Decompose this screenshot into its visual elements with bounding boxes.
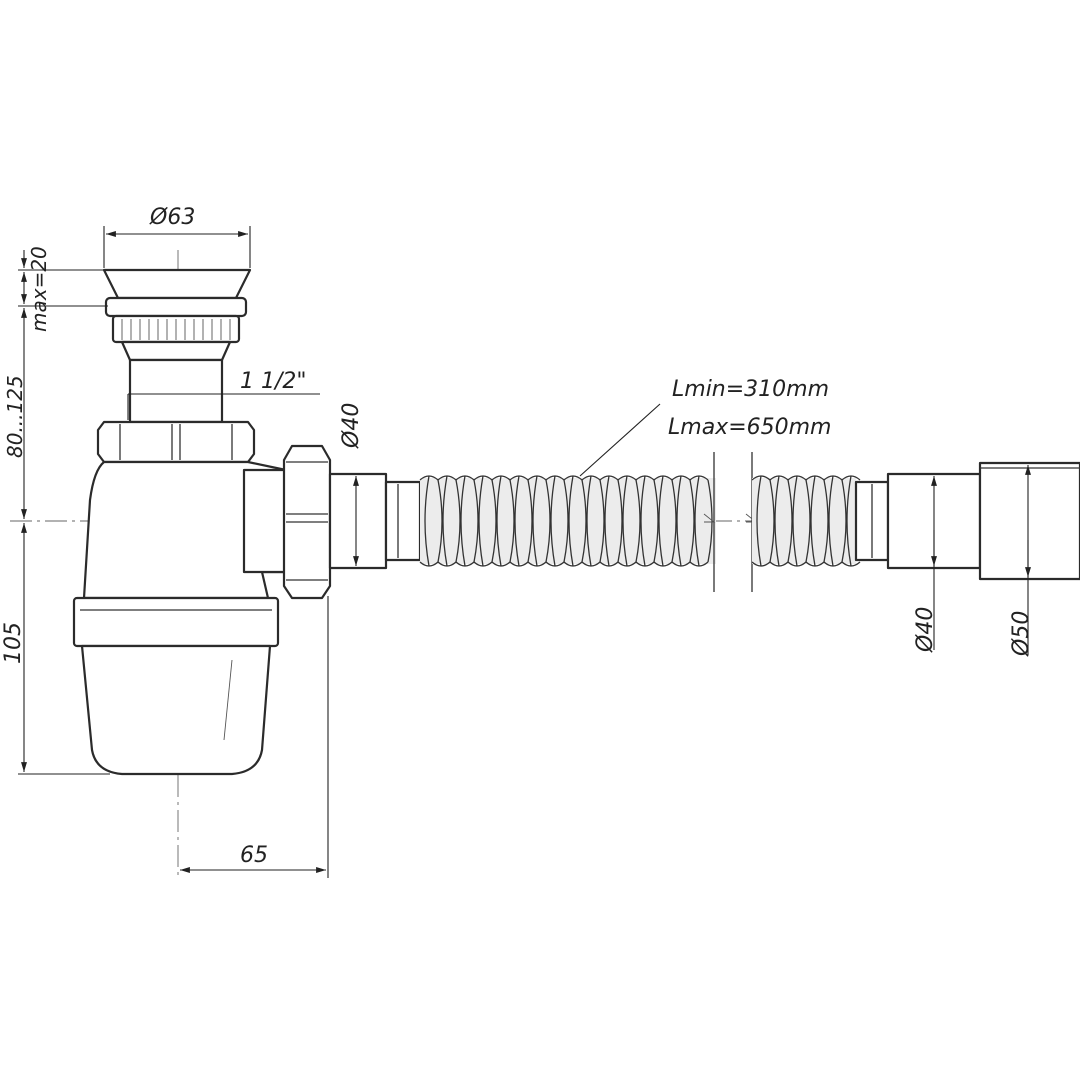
dim-outlet-diameter: Ø40 [339,403,364,566]
dim-end-outer: Ø50 [1009,465,1034,657]
label-bottom-height: 105 [1,622,26,664]
bottle-bottom [80,644,272,776]
label-end-outer: Ø50 [1009,611,1034,657]
corrugated-hose [419,452,861,592]
dim-horizontal-offset: 65 [180,596,329,878]
dim-thread: 1 1/2" [127,369,320,420]
outlet-assembly [282,444,422,600]
dim-top-diameter: Ø63 [103,205,251,268]
end-socket [978,461,1080,581]
vertical-pipe [128,358,224,424]
union-nut [96,420,256,464]
label-end-inner: Ø40 [913,607,938,653]
drain-neck [120,340,232,362]
label-hose-max: Lmax=650mm [668,415,831,440]
siphon-body [72,268,290,776]
label-hose-min: Lmin=310mm [672,377,829,402]
bottle-ring [72,596,280,648]
hose-adapter [384,480,422,562]
dim-end-inner: Ø40 [913,476,938,653]
drain-flange [104,296,248,318]
hose-end [854,461,1080,581]
label-height-range: 80...125 [3,375,27,458]
label-thread: 1 1/2" [240,369,307,394]
label-flange-max: max=20 [27,246,51,332]
drain-cup [102,268,252,300]
label-horizontal-offset: 65 [240,843,268,868]
dim-vertical-left: max=20 80...125 105 [1,246,110,775]
dim-hose-length: Lmin=310mm Lmax=650mm [579,377,831,477]
outlet-pipe [328,472,388,570]
label-outlet-diameter: Ø40 [339,403,364,449]
side-outlet [242,468,290,574]
label-top-diameter: Ø63 [149,205,195,230]
